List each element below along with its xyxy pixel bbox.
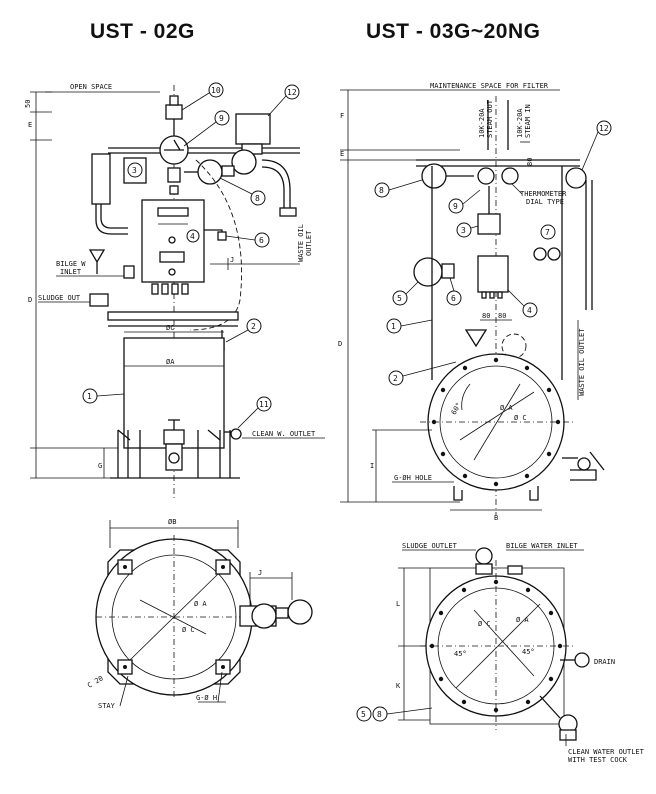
dim-f-right: F [340, 112, 344, 120]
svg-text:3: 3 [132, 166, 137, 175]
svg-text:5: 5 [397, 294, 402, 303]
callout-2-right: 2 [388, 361, 457, 386]
dim-a-left: ØA [166, 358, 175, 366]
dim-b-plan-left: ØB [168, 518, 176, 526]
svg-text:3: 3 [461, 226, 466, 235]
label-c20: C 20 [86, 674, 105, 689]
dim-j-plan-left: J [258, 569, 262, 577]
svg-text:2: 2 [251, 322, 256, 331]
callout-10: 10 [181, 82, 224, 111]
label-stay: STAY [98, 702, 116, 710]
label-g-h-plan-left: G-Ø H [196, 694, 217, 702]
dim-45-right: 45° [522, 648, 535, 656]
svg-text:12: 12 [599, 124, 609, 133]
callout-11-left: 11 [237, 396, 272, 429]
dim-k-right: K [396, 682, 401, 690]
right-elevation: MAINTENANCE SPACE FOR FILTER F E D 10K-2… [338, 82, 612, 522]
svg-text:2: 2 [393, 374, 398, 383]
callout-8-left: 8 [219, 177, 266, 206]
callout-5-plan: 5 [356, 706, 372, 722]
label-steam-in: 10K-20ASTEAM IN [516, 104, 532, 138]
dim-c-plan-right: Ø C [478, 620, 491, 628]
dim-j-left: J [230, 256, 234, 264]
label-sludge-outlet: SLUDGE OUTLET [402, 542, 458, 550]
label-clean-outlet-left: CLEAN W. OUTLET [252, 430, 316, 438]
label-bilge-water-inlet: BILGE WATER INLET [506, 542, 578, 550]
svg-text:7: 7 [545, 228, 550, 237]
label-gh-hole: G-ØH HOLE [394, 474, 432, 482]
dim-g-left: G [98, 462, 102, 470]
right-plan-view: SLUDGE OUTLET BILGE WATER INLET L K [356, 542, 645, 764]
svg-text:1: 1 [87, 392, 92, 401]
callout-1-left: 1 [82, 388, 125, 404]
bolt-holes-elevation [431, 357, 561, 487]
callout-7-right: 7 [540, 224, 556, 240]
callout-1-right: 1 [386, 318, 433, 334]
callout-4-right: 4 [507, 289, 538, 318]
dim-b-right: B [494, 514, 498, 522]
callout-5-right: 5 [392, 281, 419, 306]
callout-3-left: 3 [127, 162, 143, 178]
svg-text:6: 6 [451, 294, 456, 303]
callout-6-right: 6 [446, 277, 462, 306]
dim-c-left: ØC [166, 324, 174, 332]
label-drain: DRAIN [594, 658, 615, 666]
callout-12-left: 12 [267, 84, 300, 117]
left-plan-view: ØB Ø A Ø C J C 20 STAY G-Ø H [86, 518, 313, 710]
dim-e-left: E [28, 121, 32, 129]
dim-e-right: E [340, 150, 344, 158]
svg-text:12: 12 [287, 88, 297, 97]
callout-9-right: 9 [448, 189, 481, 214]
callout-8-plan: 8 [372, 706, 433, 722]
dim-80-mid-a: 80 [482, 312, 490, 320]
svg-text:6: 6 [259, 236, 264, 245]
svg-text:11: 11 [259, 400, 269, 409]
svg-text:1: 1 [391, 322, 396, 331]
dim-c-right: Ø C [514, 414, 527, 422]
steam-pipes: 10K-20ASTEAM OUT 10K-20ASTEAM IN [478, 99, 532, 150]
svg-text:4: 4 [190, 232, 195, 241]
dim-a-right: Ø A [500, 404, 513, 412]
dim-a-plan-left: Ø A [194, 600, 207, 608]
label-maintenance-space: MAINTENANCE SPACE FOR FILTER [430, 82, 549, 90]
callout-9: 9 [183, 110, 230, 147]
svg-text:8: 8 [379, 186, 384, 195]
svg-text:8: 8 [255, 194, 260, 203]
callout-12-right: 12 [581, 120, 612, 171]
svg-text:5: 5 [361, 710, 366, 719]
label-open-space: OPEN SPACE [70, 83, 112, 91]
label-waste-oil-outlet-left: WASTE OIL OUTLET [297, 220, 313, 262]
title-ust-02g: UST - 02G [90, 20, 195, 43]
svg-text:10: 10 [211, 86, 221, 95]
dim-d-left: D [28, 296, 32, 304]
dim-50: 50 [24, 100, 32, 108]
callout-3-right: 3 [456, 222, 479, 238]
dim-i-right: I [370, 462, 374, 470]
svg-text:4: 4 [527, 306, 532, 315]
callout-2-left: 2 [225, 318, 262, 343]
dim-a-plan-right: Ø A [516, 616, 529, 624]
label-sludge-out-left: SLUDGE OUT [38, 294, 81, 302]
callout-4-left: 4 [186, 229, 200, 243]
callout-8-right: 8 [374, 179, 423, 198]
title-ust-03g-20ng: UST - 03G~20NG [366, 20, 541, 43]
dim-l-right: L [396, 600, 400, 608]
dim-80-top: 80 [526, 158, 534, 166]
dim-80-mid-b: 80 [498, 312, 506, 320]
callout-6-left: 6 [225, 232, 270, 248]
label-waste-oil-outlet-right: WASTE OIL OUTLET [578, 328, 586, 396]
svg-text:8: 8 [377, 710, 382, 719]
bolt-holes-plan [429, 579, 563, 713]
label-steam-out: 10K-20ASTEAM OUT [478, 99, 494, 138]
dim-45-left: 45° [454, 650, 467, 658]
dim-c-plan-left: Ø C [182, 626, 195, 634]
svg-text:9: 9 [219, 114, 224, 123]
dim-d-right: D [338, 340, 342, 348]
left-elevation: OPEN SPACE 50 E D G [24, 82, 325, 500]
svg-text:9: 9 [453, 202, 458, 211]
